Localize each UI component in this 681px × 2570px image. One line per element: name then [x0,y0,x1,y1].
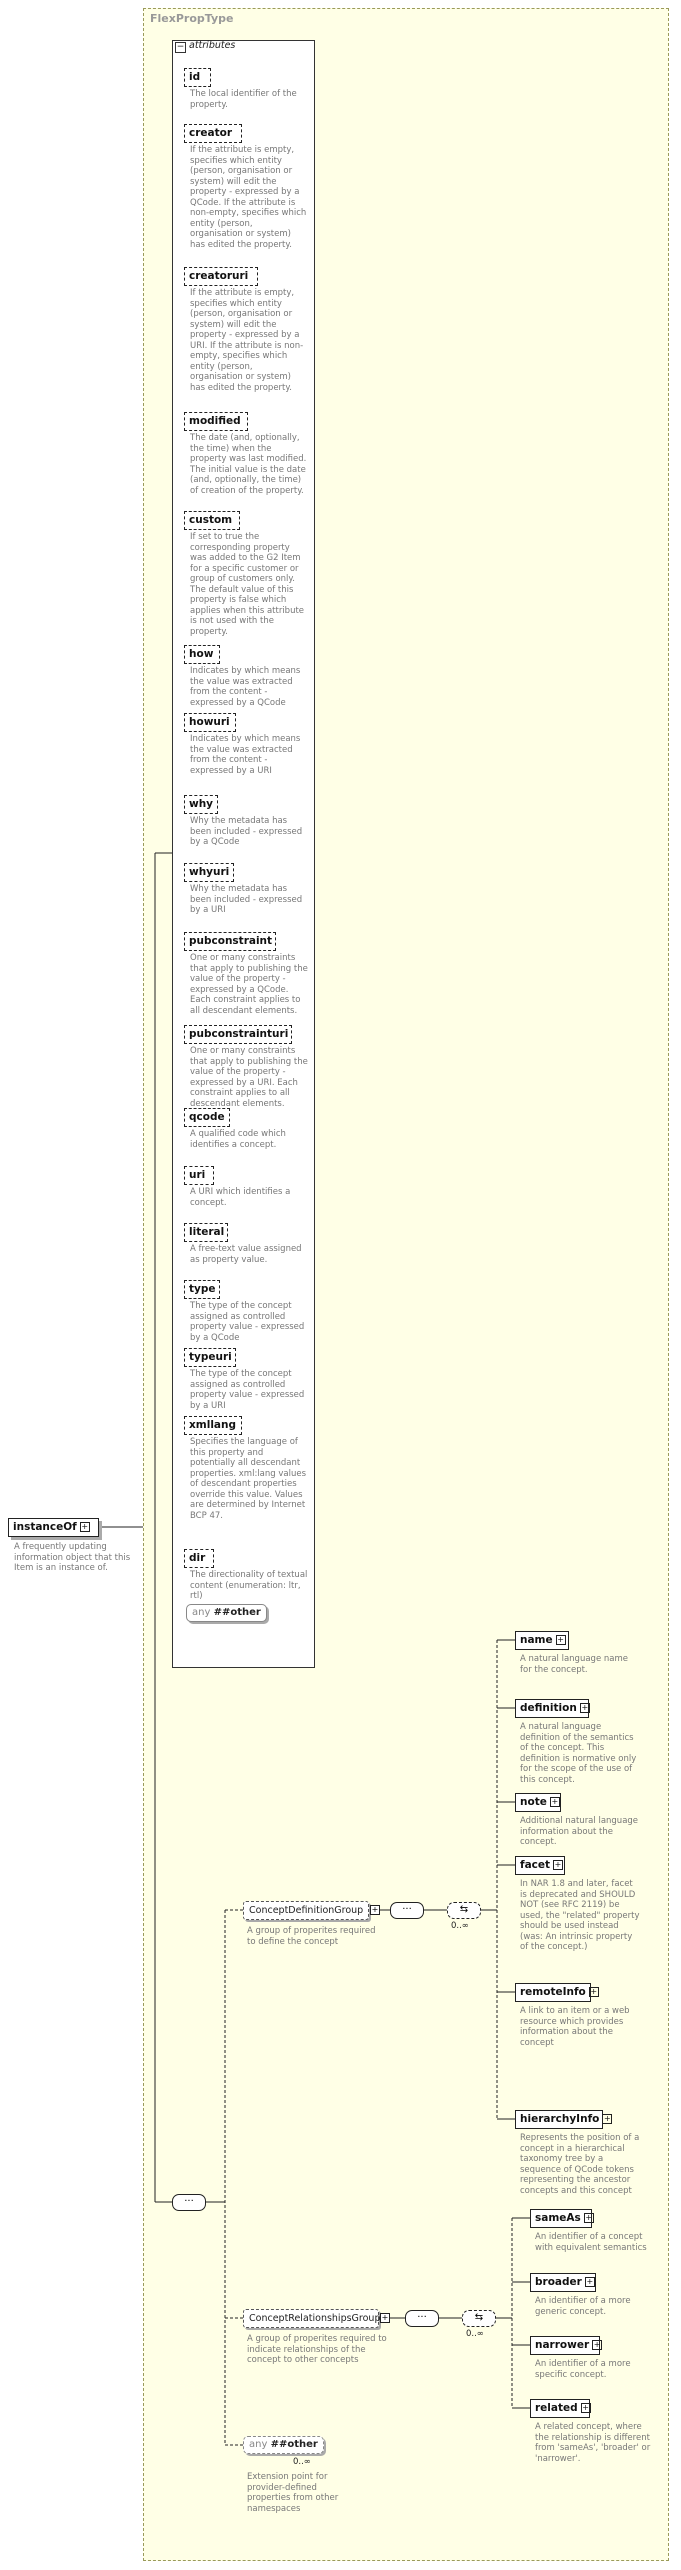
element-definition[interactable]: definition+ [515,1699,590,1718]
attribute-doc: A qualified code which identifies a conc… [190,1129,286,1150]
attribute-doc: A URI which identifies a concept. [190,1187,291,1208]
attribute-doc: If the attribute is empty, specifies whi… [190,288,304,393]
attribute-doc: A free-text value assigned as property v… [190,1244,302,1265]
element-doc: An identifier of a more specific concept… [535,2359,631,2380]
expand-icon[interactable]: + [579,1703,590,1713]
group-concept-relationships[interactable]: ConceptRelationshipsGroup [243,2309,380,2328]
attribute-doc: Indicates by which means the value was e… [190,734,301,776]
element-note[interactable]: note+ [515,1793,561,1812]
expand-icon[interactable]: + [580,2403,591,2413]
attribute-type[interactable]: type [184,1280,220,1299]
any-other-wildcard[interactable]: any ##other [243,2436,324,2454]
any-other-doc: Extension point for provider-defined pro… [247,2472,339,2514]
attribute-creator[interactable]: creator [184,124,242,143]
attribute-how[interactable]: how [184,645,220,664]
attribute-pubconstraint[interactable]: pubconstraint [184,932,276,951]
element-related[interactable]: related+ [530,2399,591,2418]
attribute-doc: If set to true the corresponding propert… [190,532,305,637]
group-concept-definition[interactable]: ConceptDefinitionGroup [243,1901,369,1920]
sequence-compositor[interactable]: ··· [390,1902,424,1919]
expand-icon[interactable]: + [584,2277,595,2287]
element-doc: A link to an item or a web resource whic… [520,2006,630,2048]
type-name: FlexPropType [150,12,234,25]
expand-icon[interactable]: + [553,1860,564,1870]
attribute-howuri[interactable]: howuri [184,713,236,732]
cardinality-label: 0..∞ [466,2329,484,2339]
element-facet[interactable]: facet+ [515,1856,565,1875]
expand-icon[interactable]: + [79,1522,90,1532]
element-doc: A natural language definition of the sem… [520,1722,637,1785]
element-remoteinfo[interactable]: remoteInfo+ [515,1983,599,2002]
attribute-doc: The type of the concept assigned as cont… [190,1369,305,1411]
attribute-qcode[interactable]: qcode [184,1108,230,1127]
attribute-doc: Specifies the language of this property … [190,1437,307,1521]
attribute-uri[interactable]: uri [184,1166,214,1185]
expand-icon[interactable]: + [555,1635,566,1645]
attribute-xmllang[interactable]: xmllang [184,1416,242,1435]
expand-icon[interactable]: + [370,1905,380,1915]
attributes-header: −attributes [175,40,236,53]
element-doc: An identifier of a concept with equivale… [535,2232,647,2253]
attribute-pubconstrainturi[interactable]: pubconstrainturi [184,1025,292,1044]
attribute-doc: One or many constraints that apply to pu… [190,953,308,1016]
element-doc: A related concept, where the relationshi… [535,2422,651,2464]
root-element-label: instanceOf [13,1521,77,1533]
element-hierarchyinfo[interactable]: hierarchyInfo+ [515,2110,613,2129]
cardinality-label: 0..∞ [293,2457,311,2467]
attribute-doc: The type of the concept assigned as cont… [190,1301,305,1343]
element-doc: An identifier of a more generic concept. [535,2296,631,2317]
sequence-compositor[interactable]: ··· [405,2310,439,2327]
attribute-doc: The directionality of textual content (e… [190,1570,308,1601]
attribute-wildcard[interactable]: any ##other [186,1604,267,1622]
element-broader[interactable]: broader+ [530,2273,596,2292]
element-doc: In NAR 1.8 and later, facet is deprecate… [520,1879,640,1952]
attributes-container [172,40,315,1668]
attribute-custom[interactable]: custom [184,511,240,530]
attribute-doc: If the attribute is empty, specifies whi… [190,145,307,250]
attribute-doc: Why the metadata has been included - exp… [190,816,303,847]
expand-icon[interactable]: + [588,1987,599,1997]
attribute-whyuri[interactable]: whyuri [184,863,234,882]
group-doc: A group of properites required to indica… [247,2334,387,2365]
attribute-creatoruri[interactable]: creatoruri [184,267,258,286]
attribute-dir[interactable]: dir [184,1549,214,1568]
expand-icon[interactable]: + [549,1797,560,1807]
element-sameas[interactable]: sameAs+ [530,2209,594,2228]
attribute-doc: Why the metadata has been included - exp… [190,884,303,915]
attribute-doc: The local identifier of the property. [190,89,297,110]
expand-icon[interactable]: + [583,2213,594,2223]
group-doc: A group of properites required to define… [247,1926,376,1947]
expand-icon[interactable]: + [602,2114,613,2124]
root-element-doc: A frequently updating information object… [14,1542,131,1573]
expand-icon[interactable]: + [380,2313,390,2323]
element-narrower[interactable]: narrower+ [530,2336,603,2355]
attribute-literal[interactable]: literal [184,1223,228,1242]
cardinality-label: 0..∞ [451,1921,469,1931]
element-doc: A natural language name for the concept. [520,1654,628,1675]
choice-compositor[interactable]: ⇆ [462,2310,496,2327]
element-doc: Additional natural language information … [520,1816,639,1847]
attribute-modified[interactable]: modified [184,412,248,431]
choice-compositor[interactable]: ⇆ [447,1902,481,1919]
attribute-doc: One or many constraints that apply to pu… [190,1046,308,1109]
element-doc: Represents the position of a concept in … [520,2133,640,2196]
sequence-compositor[interactable]: ··· [172,2194,206,2211]
element-name[interactable]: name+ [515,1631,569,1650]
attribute-id[interactable]: id [184,68,211,87]
attribute-doc: Indicates by which means the value was e… [190,666,301,708]
expand-icon[interactable]: + [592,2340,603,2350]
attribute-typeuri[interactable]: typeuri [184,1348,236,1367]
root-element-instanceof[interactable]: instanceOf+ [8,1518,99,1537]
attribute-doc: The date (and, optionally, the time) whe… [190,433,307,496]
collapse-icon[interactable]: − [175,42,186,53]
attribute-why[interactable]: why [184,795,218,814]
